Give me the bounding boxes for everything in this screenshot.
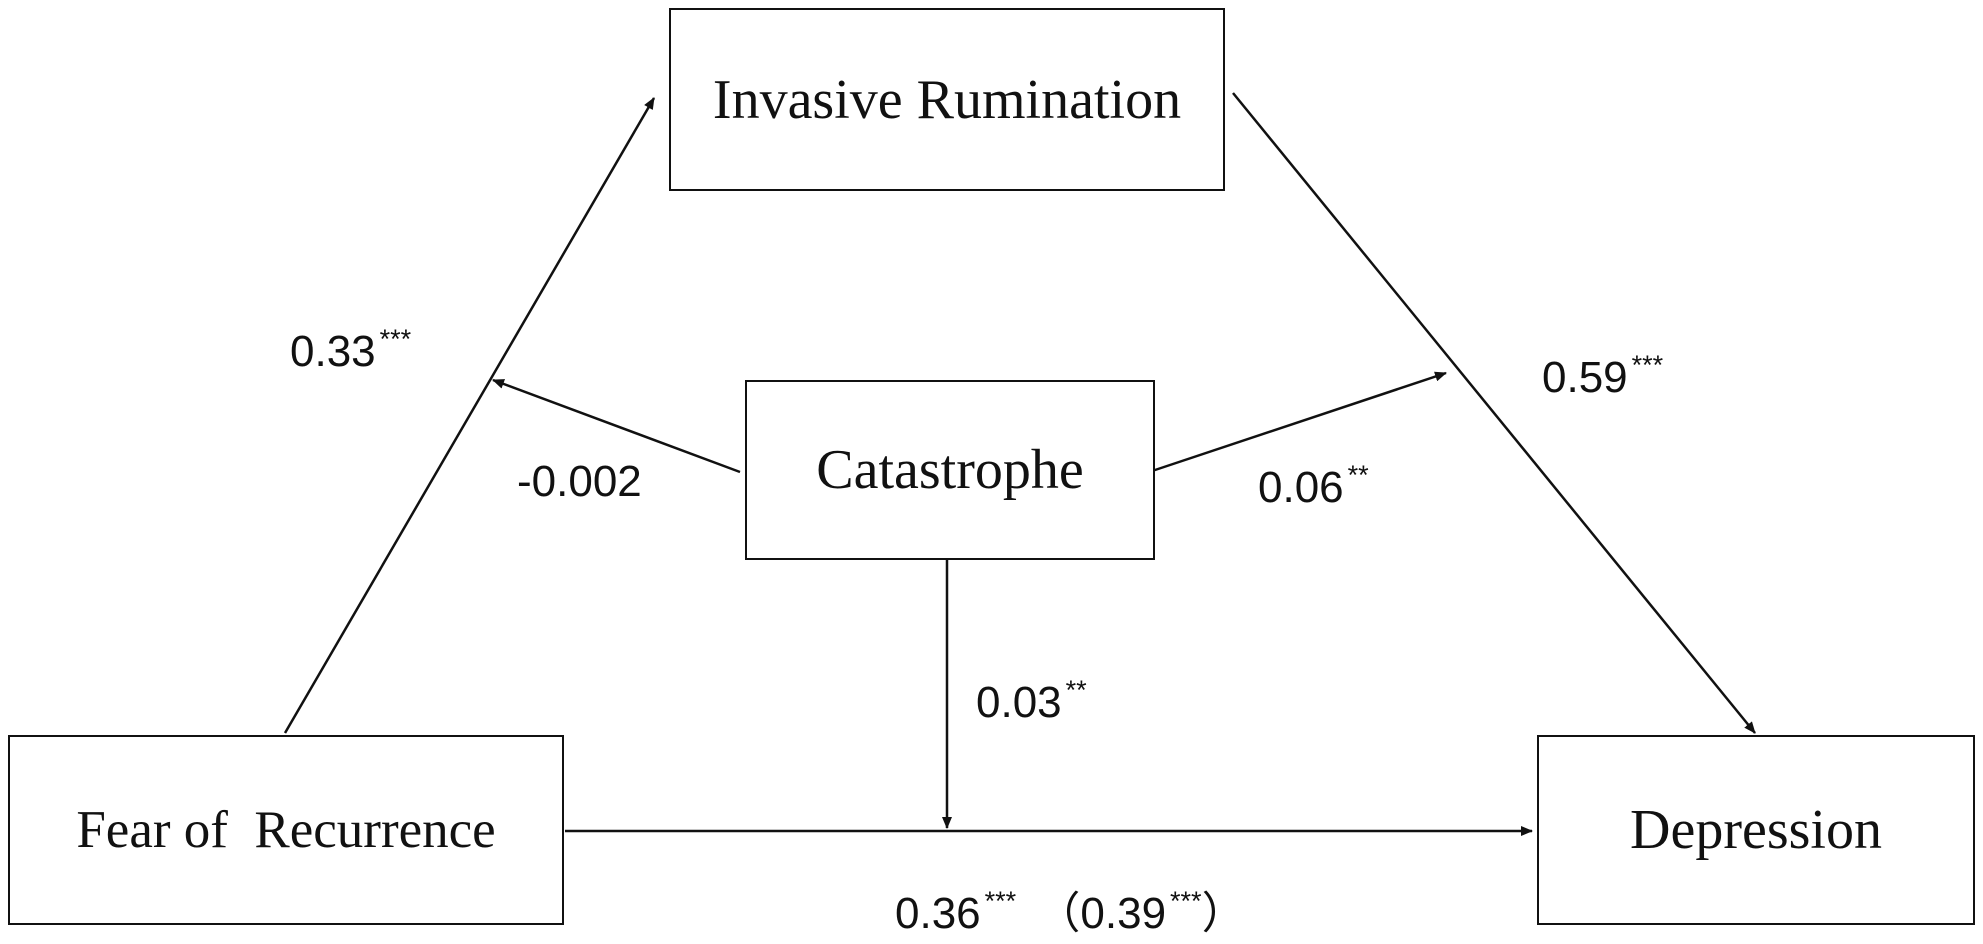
- node-depression: Depression: [1537, 735, 1975, 925]
- coef-total-sig: ***: [1170, 886, 1202, 916]
- arrow-rumination-to-depression: [1232, 92, 1756, 734]
- coef-sig: ***: [984, 886, 1017, 916]
- node-catastrophe: Catastrophe: [745, 380, 1155, 560]
- coef-sig: ***: [1631, 350, 1664, 380]
- coef-value: 0.06: [1258, 463, 1344, 512]
- coef-value: 0.59: [1542, 353, 1628, 402]
- node-label-fear-of-recurrence: Fear of Recurrence: [76, 801, 496, 859]
- arrow-fear-to-rumination: [283, 97, 656, 734]
- coef-value: -0.002: [517, 457, 642, 506]
- coef-total-close: ）: [1201, 889, 1246, 938]
- coef-sig: **: [1347, 460, 1369, 490]
- node-fear-of-recurrence: Fear of Recurrence: [8, 735, 564, 925]
- coef-fear-to-depression: 0.36*** （0.39***）: [895, 888, 1246, 938]
- coef-value: 0.33: [290, 327, 376, 376]
- arrow-catastrophe-to-path-b: [1151, 371, 1447, 473]
- node-label-depression: Depression: [1630, 799, 1882, 861]
- coef-total-open: （0.39: [1036, 889, 1167, 938]
- coef-catastrophe-mod-c: 0.03**: [976, 677, 1087, 727]
- coef-sig: **: [1065, 675, 1087, 705]
- coef-value: 0.03: [976, 678, 1062, 727]
- node-label-catastrophe: Catastrophe: [816, 439, 1084, 501]
- coef-catastrophe-mod-b: 0.06**: [1258, 462, 1369, 512]
- node-invasive-rumination: Invasive Rumination: [669, 8, 1225, 191]
- coef-rumination-to-depression: 0.59***: [1542, 352, 1663, 402]
- coef-sig: ***: [379, 324, 412, 354]
- node-label-invasive-rumination: Invasive Rumination: [712, 68, 1182, 131]
- coef-value: 0.36: [895, 889, 981, 938]
- coef-catastrophe-mod-a: -0.002: [517, 460, 642, 504]
- arrow-catastrophe-to-path-a: [492, 378, 741, 474]
- coef-fear-to-rumination: 0.33***: [290, 326, 411, 376]
